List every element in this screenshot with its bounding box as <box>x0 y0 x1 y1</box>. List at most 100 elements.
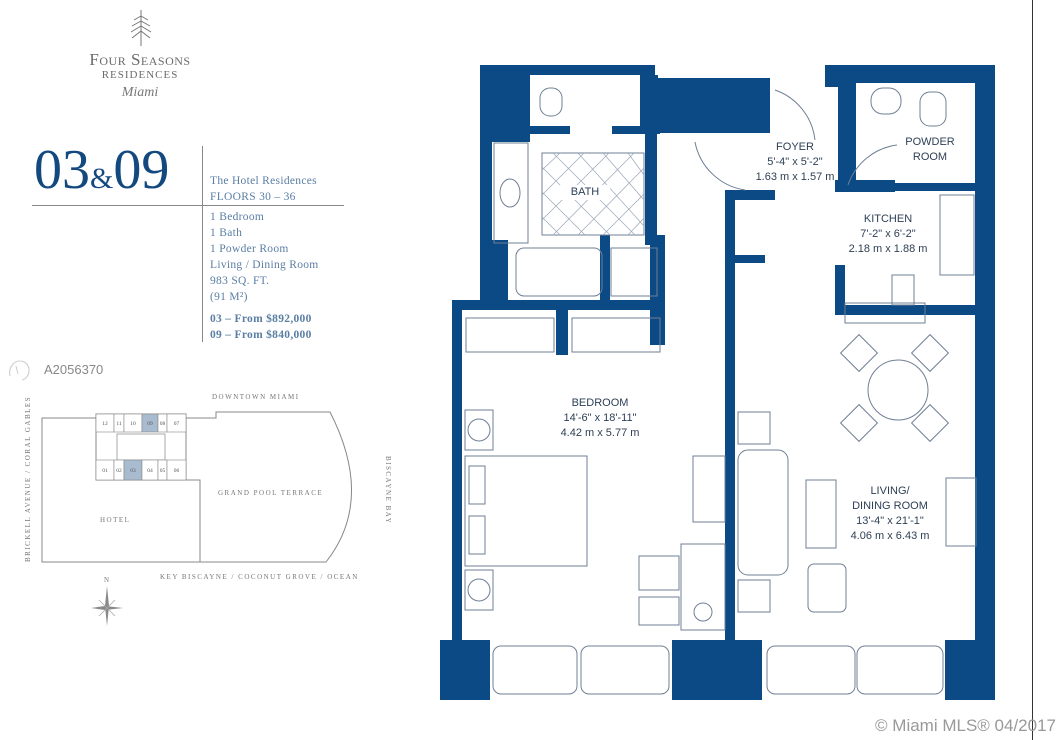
copyright: © Miami MLS® 04/2017 <box>875 716 1056 735</box>
detail-item: 1 Powder Room <box>210 243 289 255</box>
site-label-south: KEY BISCAYNE / COCONUT GROVE / OCEAN <box>160 573 359 581</box>
detail-item: 1 Bath <box>210 227 243 239</box>
side-table <box>737 579 771 613</box>
wall-segment <box>480 65 655 75</box>
room-dimension-imperial: 5'-4" x 5'-2" <box>767 156 823 168</box>
compass-rose-icon <box>91 586 123 626</box>
divider-vertical <box>202 146 203 342</box>
wall-segment <box>825 65 995 83</box>
sink-icon <box>499 178 521 208</box>
wall-segment <box>825 65 839 87</box>
desk-lamp-icon <box>693 602 713 622</box>
kitchen-counter <box>939 194 975 276</box>
bathtub-icon <box>515 247 603 297</box>
four-seasons-tree-logo <box>130 10 152 46</box>
wall-segment <box>530 126 570 134</box>
unit-details: 1 Bedroom 1 Bath 1 Powder Room Living / … <box>210 209 319 305</box>
unit-number-b: 09 <box>113 139 170 201</box>
listing-id: A2056370 <box>44 362 104 377</box>
side-table <box>737 411 771 445</box>
pillow <box>468 465 486 505</box>
floors: FLOORS 30 – 36 <box>210 191 296 203</box>
entry-door-swing <box>774 89 816 141</box>
site-unit-label: 03 <box>130 468 136 474</box>
detail-item: (91 M²) <box>210 291 248 303</box>
site-unit-label: 12 <box>102 421 108 427</box>
wall-segment <box>975 65 995 700</box>
brand-subtitle: Residences <box>101 69 179 81</box>
dining-chair <box>910 333 950 373</box>
site-label-north: DOWNTOWN MIAMI <box>212 393 300 401</box>
prices: 03 – From $892,000 09 – From $840,000 <box>210 311 312 343</box>
site-unit-cell <box>166 459 187 481</box>
wall-segment <box>838 83 856 183</box>
kitchen-island <box>844 302 926 324</box>
wall-segment <box>725 190 735 640</box>
header-info: The Hotel Residences FLOORS 30 – 36 <box>210 173 317 205</box>
room-dimension-imperial: 13'-4" x 21'-1" <box>856 515 924 527</box>
site-unit-label: 02 <box>116 468 122 474</box>
room-name: BEDROOM <box>571 397 629 409</box>
room-name: POWDER <box>905 136 955 148</box>
room-powder: POWDER ROOM <box>895 135 965 165</box>
site-label-east: BISCAYNE BAY <box>384 456 392 524</box>
nightstand <box>464 569 494 611</box>
wall-segment <box>492 75 530 142</box>
site-plan: DOWNTOWN MIAMI KEY BISCAYNE / COCONUT GR… <box>24 393 392 626</box>
site-unit-label: 09 <box>147 421 153 427</box>
dining-chair <box>839 333 879 373</box>
room-name: LIVING/ <box>870 485 910 497</box>
room-bath: BATH <box>560 185 610 200</box>
detail-item: Living / Dining Room <box>210 259 319 271</box>
wall-segment <box>672 640 762 700</box>
room-dimension-imperial: 14'-6" x 18'-11" <box>563 412 637 424</box>
terrace-outline <box>185 411 353 563</box>
room-dimension-metric: 4.42 m x 5.77 m <box>560 427 640 439</box>
dining-chair <box>839 403 879 443</box>
foyer-door-swing <box>694 141 746 191</box>
site-unit-label: 04 <box>147 468 153 474</box>
brand-name: Four Seasons <box>89 50 191 69</box>
powder-sink-icon <box>870 87 902 115</box>
price-item: 03 – From $892,000 <box>210 313 312 325</box>
room-kitchen: KITCHEN 7'-2" x 6'-2" 2.18 m x 1.88 m <box>838 212 938 257</box>
shower <box>610 247 658 297</box>
coffee-table <box>805 479 837 549</box>
room-living-dining: LIVING/ DINING ROOM 13'-4" x 21'-1" 4.06… <box>835 484 945 544</box>
toilet-icon <box>539 87 563 117</box>
pillow <box>468 515 486 555</box>
site-unit-label: 11 <box>116 421 122 427</box>
room-dimension-metric: 2.18 m x 1.88 m <box>848 243 928 255</box>
wall-segment <box>452 300 462 700</box>
dining-table <box>867 359 929 421</box>
room-name: ROOM <box>912 151 948 163</box>
site-unit-label: 10 <box>130 421 136 427</box>
site-unit-label: 05 <box>160 468 166 474</box>
wall-segment <box>895 183 975 191</box>
closet <box>571 317 661 353</box>
room-dimension-imperial: 7'-2" x 6'-2" <box>860 228 916 240</box>
lamp-icon <box>467 418 491 442</box>
desk <box>680 543 726 631</box>
room-name: DINING ROOM <box>852 500 928 512</box>
walls <box>440 65 995 700</box>
room-bedroom: BEDROOM 14'-6" x 18'-11" 4.42 m x 5.77 m <box>545 396 655 441</box>
wall-segment <box>835 180 895 192</box>
divider-horizontal <box>32 205 344 206</box>
site-unit-label: 06 <box>174 468 180 474</box>
vanity <box>493 142 529 244</box>
room-name: KITCHEN <box>863 213 913 225</box>
wall-segment <box>640 75 658 130</box>
closet <box>465 317 555 353</box>
tv-console <box>945 477 977 547</box>
wall-segment <box>556 300 568 355</box>
dresser <box>692 455 726 523</box>
unit-ampersand: & <box>90 162 114 195</box>
wall-segment <box>612 126 660 134</box>
site-unit-label: 07 <box>174 421 180 427</box>
site-label-west: BRICKELL AVENUE / CORAL GABLES <box>24 396 32 562</box>
wall-segment <box>440 640 490 700</box>
nightstand <box>464 409 494 451</box>
